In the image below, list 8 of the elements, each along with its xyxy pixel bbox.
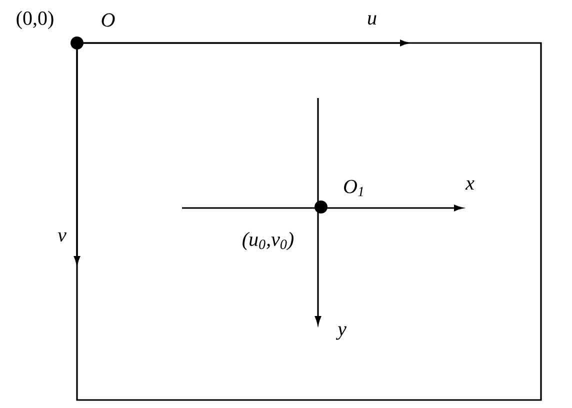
- axis-label: (0,0): [16, 10, 54, 30]
- axis-label: v: [58, 232, 66, 242]
- axis-label: O: [102, 13, 115, 27]
- axis-label: (u$_{0}$,v$_{0}$): [242, 232, 294, 250]
- axis-label: x: [465, 180, 474, 190]
- axis-label: y: [336, 326, 346, 340]
- axis-label: O$_{1}$: [344, 180, 363, 196]
- axis-label: u: [368, 15, 376, 25]
